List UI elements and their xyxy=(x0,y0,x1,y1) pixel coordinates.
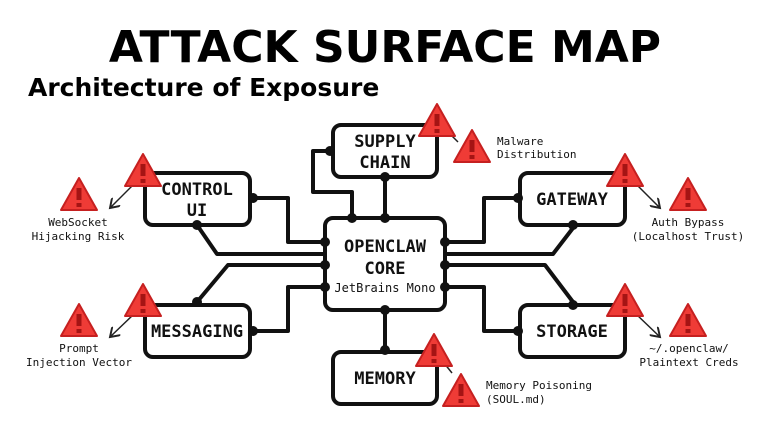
warning-icon xyxy=(124,153,162,187)
node-label: CONTROL xyxy=(161,180,233,200)
risk-label: Plaintext Creds xyxy=(639,356,738,369)
node-control-ui[interactable]: CONTROL UI xyxy=(143,171,252,227)
risk-label: Memory Poisoning xyxy=(486,379,592,392)
risk-storage: ~/.openclaw/ Plaintext Creds xyxy=(639,342,738,369)
warning-icon xyxy=(606,153,644,187)
risk-label: Auth Bypass xyxy=(652,216,725,229)
node-core[interactable]: OPENCLAW CORE JetBrains Mono xyxy=(323,216,447,312)
warning-icon xyxy=(418,103,456,137)
node-label: MEMORY xyxy=(354,369,416,389)
warning-icon xyxy=(124,283,162,317)
node-label: CHAIN xyxy=(359,153,410,173)
risk-gateway: Auth Bypass (Localhost Trust) xyxy=(632,216,745,243)
wire-core-gateway xyxy=(445,196,518,244)
node-label: GATEWAY xyxy=(536,190,608,210)
wire-core-gateway-2 xyxy=(445,226,575,256)
risk-label: (SOUL.md) xyxy=(486,393,546,406)
wire-core-storage xyxy=(445,263,575,304)
warning-icon xyxy=(669,303,707,337)
wire-control-core-2 xyxy=(195,223,325,256)
node-memory[interactable]: MEMORY xyxy=(331,350,439,406)
node-sublabel: JetBrains Mono xyxy=(334,281,435,295)
page-subtitle: Architecture of Exposure xyxy=(28,73,379,102)
warning-icon xyxy=(442,373,480,407)
connections xyxy=(195,149,575,352)
risk-label: WebSocket xyxy=(48,216,108,229)
wire-core-messaging xyxy=(195,263,325,304)
node-messaging[interactable]: MESSAGING xyxy=(143,303,252,359)
risk-label: Malware xyxy=(497,135,543,148)
node-label: OPENCLAW xyxy=(344,237,427,257)
node-label: MESSAGING xyxy=(151,322,243,342)
node-label: UI xyxy=(187,201,207,221)
wire-supply-core xyxy=(311,149,354,218)
risk-label: ~/.openclaw/ xyxy=(649,342,728,355)
risk-label: Prompt xyxy=(59,342,99,355)
risk-label: Distribution xyxy=(497,148,576,161)
node-label: SUPPLY xyxy=(354,132,416,152)
risk-label: Injection Vector xyxy=(26,356,132,369)
risk-supply-chain: Malware Distribution xyxy=(497,135,576,161)
warning-icon xyxy=(606,283,644,317)
connection-dots xyxy=(192,146,578,355)
risk-control-ui: WebSocket Hijacking Risk xyxy=(32,216,125,243)
node-label: STORAGE xyxy=(536,322,608,342)
wire-core-messaging-2 xyxy=(253,285,325,333)
warning-icon xyxy=(60,177,98,211)
risk-messaging: Prompt Injection Vector xyxy=(26,342,132,369)
warning-icon xyxy=(60,303,98,337)
risk-memory: Memory Poisoning (SOUL.md) xyxy=(486,379,592,406)
wire-control-core xyxy=(253,196,325,244)
risk-label: (Localhost Trust) xyxy=(632,230,745,243)
risk-label: Hijacking Risk xyxy=(32,230,125,243)
node-label: CORE xyxy=(365,259,406,279)
page-title: ATTACK SURFACE MAP xyxy=(109,22,661,73)
warning-icon xyxy=(453,129,491,163)
wire-core-storage-2 xyxy=(445,285,518,333)
warning-icon xyxy=(669,177,707,211)
